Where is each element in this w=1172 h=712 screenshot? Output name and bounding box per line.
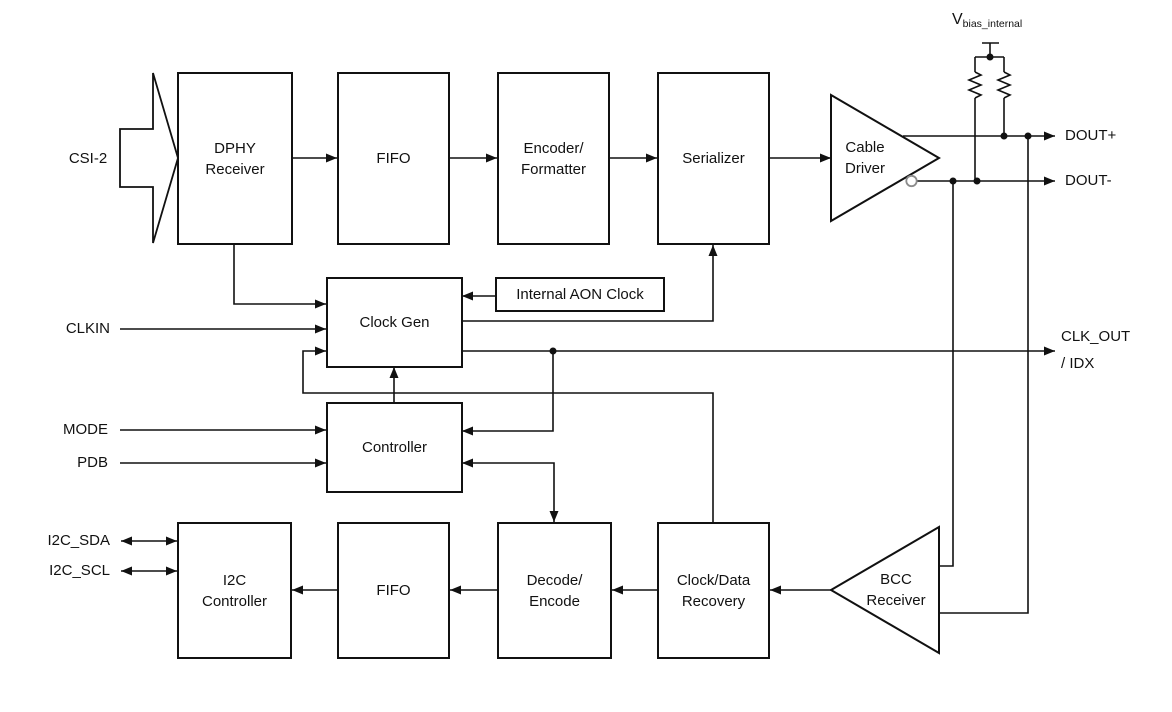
- junction-dots: [549, 53, 1032, 355]
- port-label-mode: MODE: [63, 421, 108, 438]
- block-dphy-receiver: DPHY Receiver: [177, 72, 293, 245]
- block-label: Serializer: [682, 150, 745, 167]
- block-label: Driver: [845, 160, 885, 177]
- block-label: Internal AON Clock: [516, 286, 644, 303]
- port-label-vbias-internal: Vbias_internal: [952, 11, 1022, 33]
- block-label: DPHY: [214, 139, 256, 157]
- vbias-base-text: V: [952, 11, 963, 28]
- block-label: Encoder/: [523, 139, 584, 157]
- port-label-pdb: PDB: [77, 454, 108, 471]
- block-label: Cable: [845, 139, 885, 156]
- wire-clk-branch-to-controller: [462, 351, 554, 436]
- wire-controller-decode-bidir: [462, 458, 559, 522]
- port-label-dout-minus: DOUT-: [1065, 172, 1112, 189]
- block-clock-gen: Clock Gen: [326, 277, 463, 368]
- block-label: Receiver: [205, 160, 265, 178]
- wire-cdr-to-clockgen: [302, 346, 714, 522]
- wire-clockgen-to-serializer: [462, 245, 718, 322]
- block-label: Controller: [361, 439, 428, 456]
- resistor-left-icon: [966, 71, 984, 99]
- csi2-block-arrow-icon: [119, 72, 179, 244]
- block-decode-encode: Decode/ Encode: [497, 522, 612, 659]
- bcc-receiver-label: BCC Receiver: [856, 569, 936, 611]
- block-fifo-bottom: FIFO: [337, 522, 450, 659]
- block-clock-data-recovery: Clock/Data Recovery: [657, 522, 770, 659]
- cable-driver-label: Cable Driver: [833, 137, 897, 179]
- block-internal-aon-clock: Internal AON Clock: [495, 277, 665, 312]
- block-i2c-controller: I2C Controller: [177, 522, 292, 659]
- block-fifo-top: FIFO: [337, 72, 450, 245]
- block-label: BCC: [880, 571, 912, 588]
- port-label-clkin: CLKIN: [65, 320, 110, 337]
- block-serializer: Serializer: [657, 72, 770, 245]
- block-label: Formatter: [520, 160, 586, 178]
- block-label: Decode/: [526, 571, 583, 589]
- bcc-receiver-triangle-icon: [829, 525, 940, 655]
- inversion-bubble-icon: [905, 174, 918, 188]
- cable-driver-triangle-icon: [830, 93, 941, 223]
- port-label-dout-plus: DOUT+: [1065, 127, 1117, 144]
- block-label: Controller: [201, 592, 268, 610]
- block-label: FIFO: [376, 150, 411, 167]
- port-label-i2c-scl: I2C_SCL: [49, 562, 110, 579]
- block-label: FIFO: [376, 582, 411, 599]
- vbias-subscript-text: bias_internal: [962, 18, 1023, 30]
- block-controller: Controller: [326, 402, 463, 493]
- port-label-i2c-sda: I2C_SDA: [47, 532, 110, 549]
- resistor-right-icon: [995, 71, 1013, 99]
- block-label: Clock Gen: [359, 314, 430, 331]
- block-label: Receiver: [866, 592, 926, 609]
- block-label: Clock/Data: [676, 571, 751, 589]
- block-label: Encode: [529, 592, 580, 610]
- block-label: I2C: [222, 571, 247, 589]
- block-encoder-formatter: Encoder/ Formatter: [497, 72, 610, 245]
- port-label-clk-out: CLK_OUT: [1061, 328, 1131, 345]
- block-label: Recovery: [681, 592, 746, 610]
- wire-doutplus-to-bcc: [939, 136, 1029, 614]
- port-label-clk-out-idx: / IDX: [1061, 355, 1095, 372]
- port-label-csi2: CSI-2: [68, 150, 108, 167]
- wire-doutminus-to-bcc: [939, 181, 954, 567]
- wire-dphy-to-clockgen: [233, 245, 326, 309]
